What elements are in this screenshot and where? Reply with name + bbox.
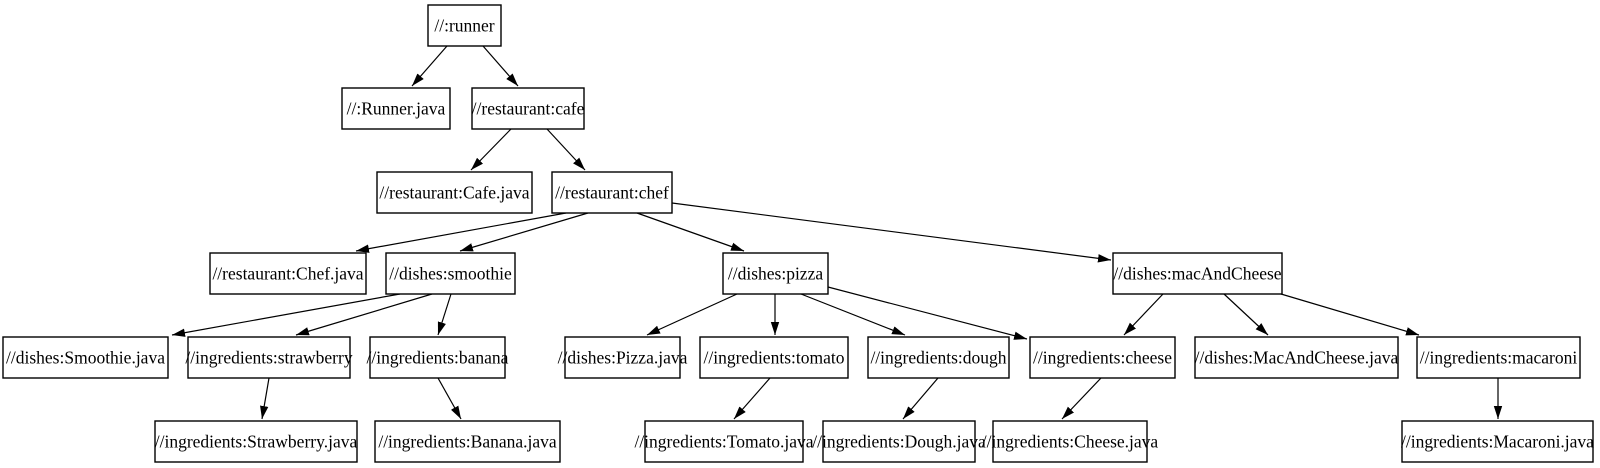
graph-node-chef_java: //restaurant:Chef.java — [209, 252, 367, 295]
graph-node-macandcheese_java: //dishes:MacAndCheese.java — [1194, 336, 1399, 379]
graph-node-box-strawberry_java — [154, 420, 358, 463]
graph-edge-tomato-to-tomato_java — [733, 377, 771, 420]
graph-node-label-banana_java: //ingredients:Banana.java — [378, 432, 557, 452]
graph-node-box-banana — [369, 336, 506, 379]
graph-node-pizza: //dishes:pizza — [722, 252, 829, 295]
graph-edge-pizza-to-dough — [800, 293, 906, 336]
graph-node-chef: //restaurant:chef — [551, 171, 673, 214]
graph-node-box-smoothie_java — [2, 336, 169, 379]
graph-node-dough_java: //ingredients:Dough.java — [812, 420, 986, 463]
graph-node-cheese: //ingredients:cheese — [1029, 336, 1176, 379]
graph-node-box-macaroni — [1416, 336, 1581, 379]
graph-node-box-runner_java — [341, 87, 451, 130]
graph-edge-smoothie-to-smoothie_java — [171, 293, 401, 337]
graph-node-label-tomato_java: //ingredients:Tomato.java — [634, 432, 813, 452]
graph-edge-cafe-to-cafe_java — [470, 128, 512, 171]
graph-edge-chef-to-chef_java — [355, 212, 567, 253]
graph-node-box-cafe_java — [376, 171, 533, 214]
graph-node-box-chef_java — [209, 252, 367, 295]
graph-edge-macandcheese-to-macandcheese_java — [1223, 293, 1269, 336]
graph-node-macaroni: //ingredients:macaroni — [1416, 336, 1581, 379]
graph-node-tomato_java: //ingredients:Tomato.java — [634, 420, 814, 463]
graph-node-label-pizza: //dishes:pizza — [728, 264, 823, 284]
graph-edge-pizza-to-pizza_java — [646, 293, 738, 336]
graph-edge-pizza-to-cheese — [827, 286, 1028, 340]
graph-node-strawberry: //ingredients:strawberry — [185, 336, 353, 379]
graph-node-pizza_java: //dishes:Pizza.java — [558, 336, 688, 379]
graph-node-label-dough_java: //ingredients:Dough.java — [812, 432, 986, 452]
graph-node-box-runner — [427, 4, 502, 47]
graph-edge-cafe-to-chef — [546, 128, 586, 171]
graph-node-macaroni_java: //ingredients:Macaroni.java — [1401, 420, 1594, 463]
graph-node-label-chef_java: //restaurant:Chef.java — [212, 264, 363, 284]
graph-node-label-macaroni_java: //ingredients:Macaroni.java — [1401, 432, 1594, 452]
graph-node-label-banana: //ingredients:banana — [367, 348, 509, 368]
graph-node-box-dough — [867, 336, 1010, 379]
graph-node-box-pizza — [722, 252, 829, 295]
graph-node-label-tomato: //ingredients:tomato — [704, 348, 845, 368]
graph-edge-runner-to-runner_java — [411, 45, 448, 87]
graph-edge-chef-to-macandcheese — [671, 202, 1112, 263]
graph-node-label-smoothie: //dishes:smoothie — [389, 264, 512, 284]
graph-node-box-macandcheese — [1112, 252, 1283, 295]
graph-node-label-pizza_java: //dishes:Pizza.java — [558, 348, 688, 368]
graph-node-macandcheese: //dishes:macAndCheese — [1112, 252, 1283, 295]
graph-node-box-tomato_java — [644, 420, 804, 463]
graph-node-cafe: //restaurant:cafe — [471, 87, 585, 130]
graph-edge-cheese-to-cheese_java — [1061, 377, 1102, 420]
graph-node-label-cheese: //ingredients:cheese — [1033, 348, 1172, 368]
graph-node-box-cheese — [1029, 336, 1176, 379]
graph-node-cheese_java: //ingredients:Cheese.java — [982, 420, 1159, 463]
graph-edge-runner-to-cafe — [482, 45, 519, 87]
graph-node-label-runner: //:runner — [434, 16, 494, 36]
graph-node-box-chef — [551, 171, 673, 214]
graph-node-banana_java: //ingredients:Banana.java — [374, 420, 561, 463]
graph-edge-chef-to-smoothie — [459, 212, 589, 252]
graph-node-tomato: //ingredients:tomato — [699, 336, 849, 379]
graph-edge-dough-to-dough_java — [902, 377, 939, 420]
graph-node-label-strawberry_java: //ingredients:Strawberry.java — [155, 432, 358, 452]
graph-node-box-strawberry — [187, 336, 351, 379]
graph-edge-macandcheese-to-cheese — [1123, 293, 1164, 336]
graph-node-label-cafe_java: //restaurant:Cafe.java — [379, 183, 529, 203]
graph-node-box-macandcheese_java — [1194, 336, 1399, 379]
graph-node-dough: //ingredients:dough — [867, 336, 1010, 379]
graph-node-label-macaroni: //ingredients:macaroni — [1420, 348, 1578, 368]
graph-node-runner: //:runner — [427, 4, 502, 47]
graph-node-box-tomato — [699, 336, 849, 379]
graph-node-box-smoothie — [385, 252, 516, 295]
graph-node-label-strawberry: //ingredients:strawberry — [185, 348, 352, 368]
graph-node-label-chef: //restaurant:chef — [555, 183, 669, 203]
graph-node-box-banana_java — [374, 420, 561, 463]
graph-edge-smoothie-to-banana — [437, 293, 452, 336]
graph-edge-macandcheese-to-macaroni — [1280, 293, 1420, 336]
graph-node-smoothie: //dishes:smoothie — [385, 252, 516, 295]
graph-node-label-smoothie_java: //dishes:Smoothie.java — [6, 348, 165, 368]
graph-node-box-cafe — [471, 87, 585, 130]
graph-edge-banana-to-banana_java — [437, 377, 462, 420]
graph-node-box-dough_java — [822, 420, 976, 463]
graph-node-label-macandcheese_java: //dishes:MacAndCheese.java — [1195, 348, 1399, 368]
graph-node-label-dough: //ingredients:dough — [870, 348, 1006, 368]
graph-node-label-cheese_java: //ingredients:Cheese.java — [982, 432, 1159, 452]
graph-edge-smoothie-to-strawberry — [295, 293, 433, 336]
graph-node-banana: //ingredients:banana — [367, 336, 509, 379]
graph-node-box-macaroni_java — [1401, 420, 1594, 463]
graph-node-label-macandcheese: //dishes:macAndCheese — [1113, 264, 1281, 284]
graph-edge-chef-to-pizza — [636, 212, 745, 252]
graph-node-cafe_java: //restaurant:Cafe.java — [376, 171, 533, 214]
graph-node-label-runner_java: //:Runner.java — [347, 99, 446, 119]
graph-node-box-pizza_java — [564, 336, 681, 379]
graph-node-box-cheese_java — [992, 420, 1148, 463]
graph-node-runner_java: //:Runner.java — [341, 87, 451, 130]
graph-node-strawberry_java: //ingredients:Strawberry.java — [154, 420, 358, 463]
node-layer: //:runner //:Runner.java //restaurant:cafe… — [2, 4, 1594, 463]
graph-node-smoothie_java: //dishes:Smoothie.java — [2, 336, 169, 379]
graph-edge-strawberry-to-strawberry_java — [260, 377, 270, 420]
edge-layer — [171, 45, 1503, 420]
graph-node-label-cafe: //restaurant:cafe — [472, 99, 585, 119]
